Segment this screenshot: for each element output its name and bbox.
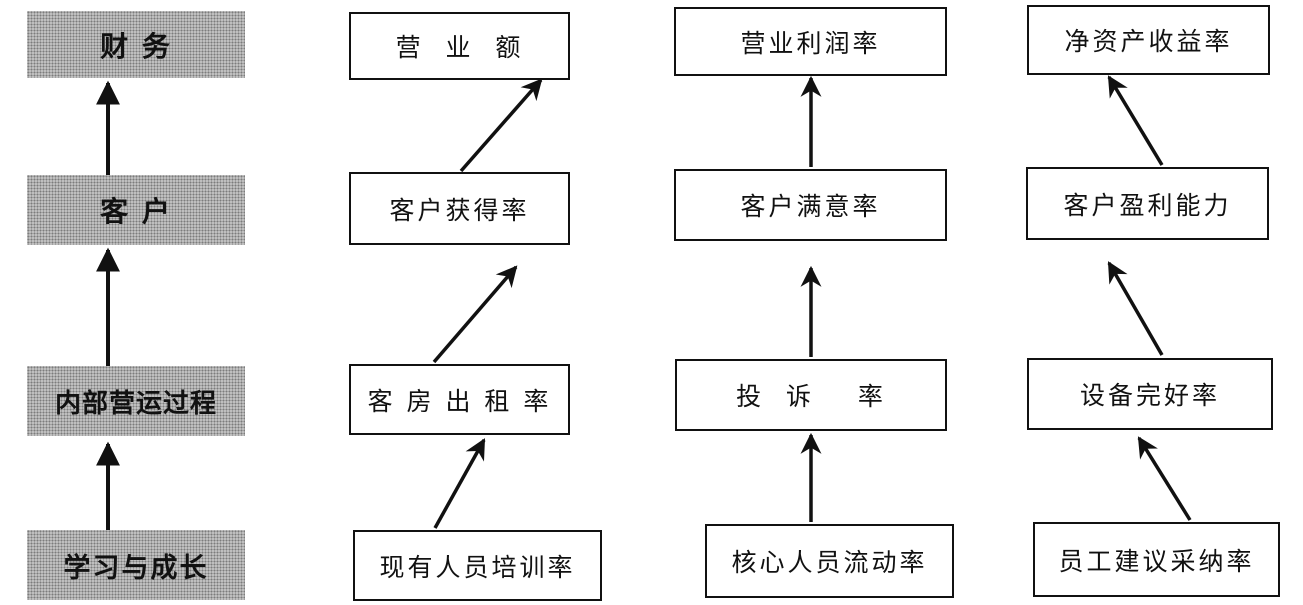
arrow-suggestion-to-equipment — [1137, 436, 1192, 521]
box-suggestion-adoption: 员工建议采纳率 — [1033, 522, 1280, 597]
level-finance-label: 财 务 — [100, 29, 172, 63]
box-staff-training: 现有人员培训率 — [353, 530, 602, 601]
arrow-profitability-to-roe — [1107, 75, 1164, 166]
box-suggestion-adoption-label: 员工建议采纳率 — [1058, 546, 1255, 576]
arrow-training-to-occupancy — [433, 438, 486, 529]
box-room-occupancy: 客 房 出 租 率 — [349, 364, 570, 435]
level-internal-process: 内部营运过程 — [27, 366, 245, 436]
box-revenue: 营 业 额 — [349, 12, 570, 80]
arrow-equipment-to-profitability — [1107, 261, 1164, 356]
box-customer-profitability: 客户盈利能力 — [1026, 167, 1269, 240]
arrow-occupancy-to-acquisition — [432, 265, 518, 364]
level-customer-label: 客 户 — [100, 195, 172, 228]
box-operating-margin-label: 营业利润率 — [740, 28, 881, 58]
box-revenue-label: 营 业 额 — [395, 33, 524, 62]
box-operating-margin: 营业利润率 — [674, 7, 947, 76]
box-staff-training-label: 现有人员培训率 — [379, 552, 576, 582]
box-equipment-condition-label: 设备完好率 — [1079, 381, 1220, 410]
level-learning-growth-label: 学习与成长 — [63, 552, 209, 584]
level-finance: 财 务 — [27, 11, 245, 78]
box-room-occupancy-label: 客 房 出 租 率 — [367, 386, 552, 416]
box-customer-acquisition-label: 客户获得率 — [389, 195, 530, 225]
level-learning-growth: 学习与成长 — [27, 530, 245, 600]
box-roe: 净资产收益率 — [1027, 5, 1270, 75]
box-complaint-rate-label: 投 诉 率 — [736, 382, 886, 411]
box-roe-label: 净资产收益率 — [1064, 27, 1233, 56]
box-customer-profitability-label: 客户盈利能力 — [1063, 190, 1232, 220]
box-customer-satisfaction: 客户满意率 — [674, 169, 947, 241]
box-key-staff-turnover: 核心人员流动率 — [705, 524, 954, 598]
box-complaint-rate: 投 诉 率 — [675, 359, 947, 431]
arrow-acquisition-to-revenue — [459, 78, 543, 173]
box-customer-satisfaction-label: 客户满意率 — [740, 192, 881, 221]
box-customer-acquisition: 客户获得率 — [349, 172, 570, 245]
level-internal-process-label: 内部营运过程 — [54, 388, 217, 419]
box-equipment-condition: 设备完好率 — [1027, 358, 1273, 430]
box-key-staff-turnover-label: 核心人员流动率 — [731, 548, 928, 577]
level-customer: 客 户 — [27, 175, 245, 245]
